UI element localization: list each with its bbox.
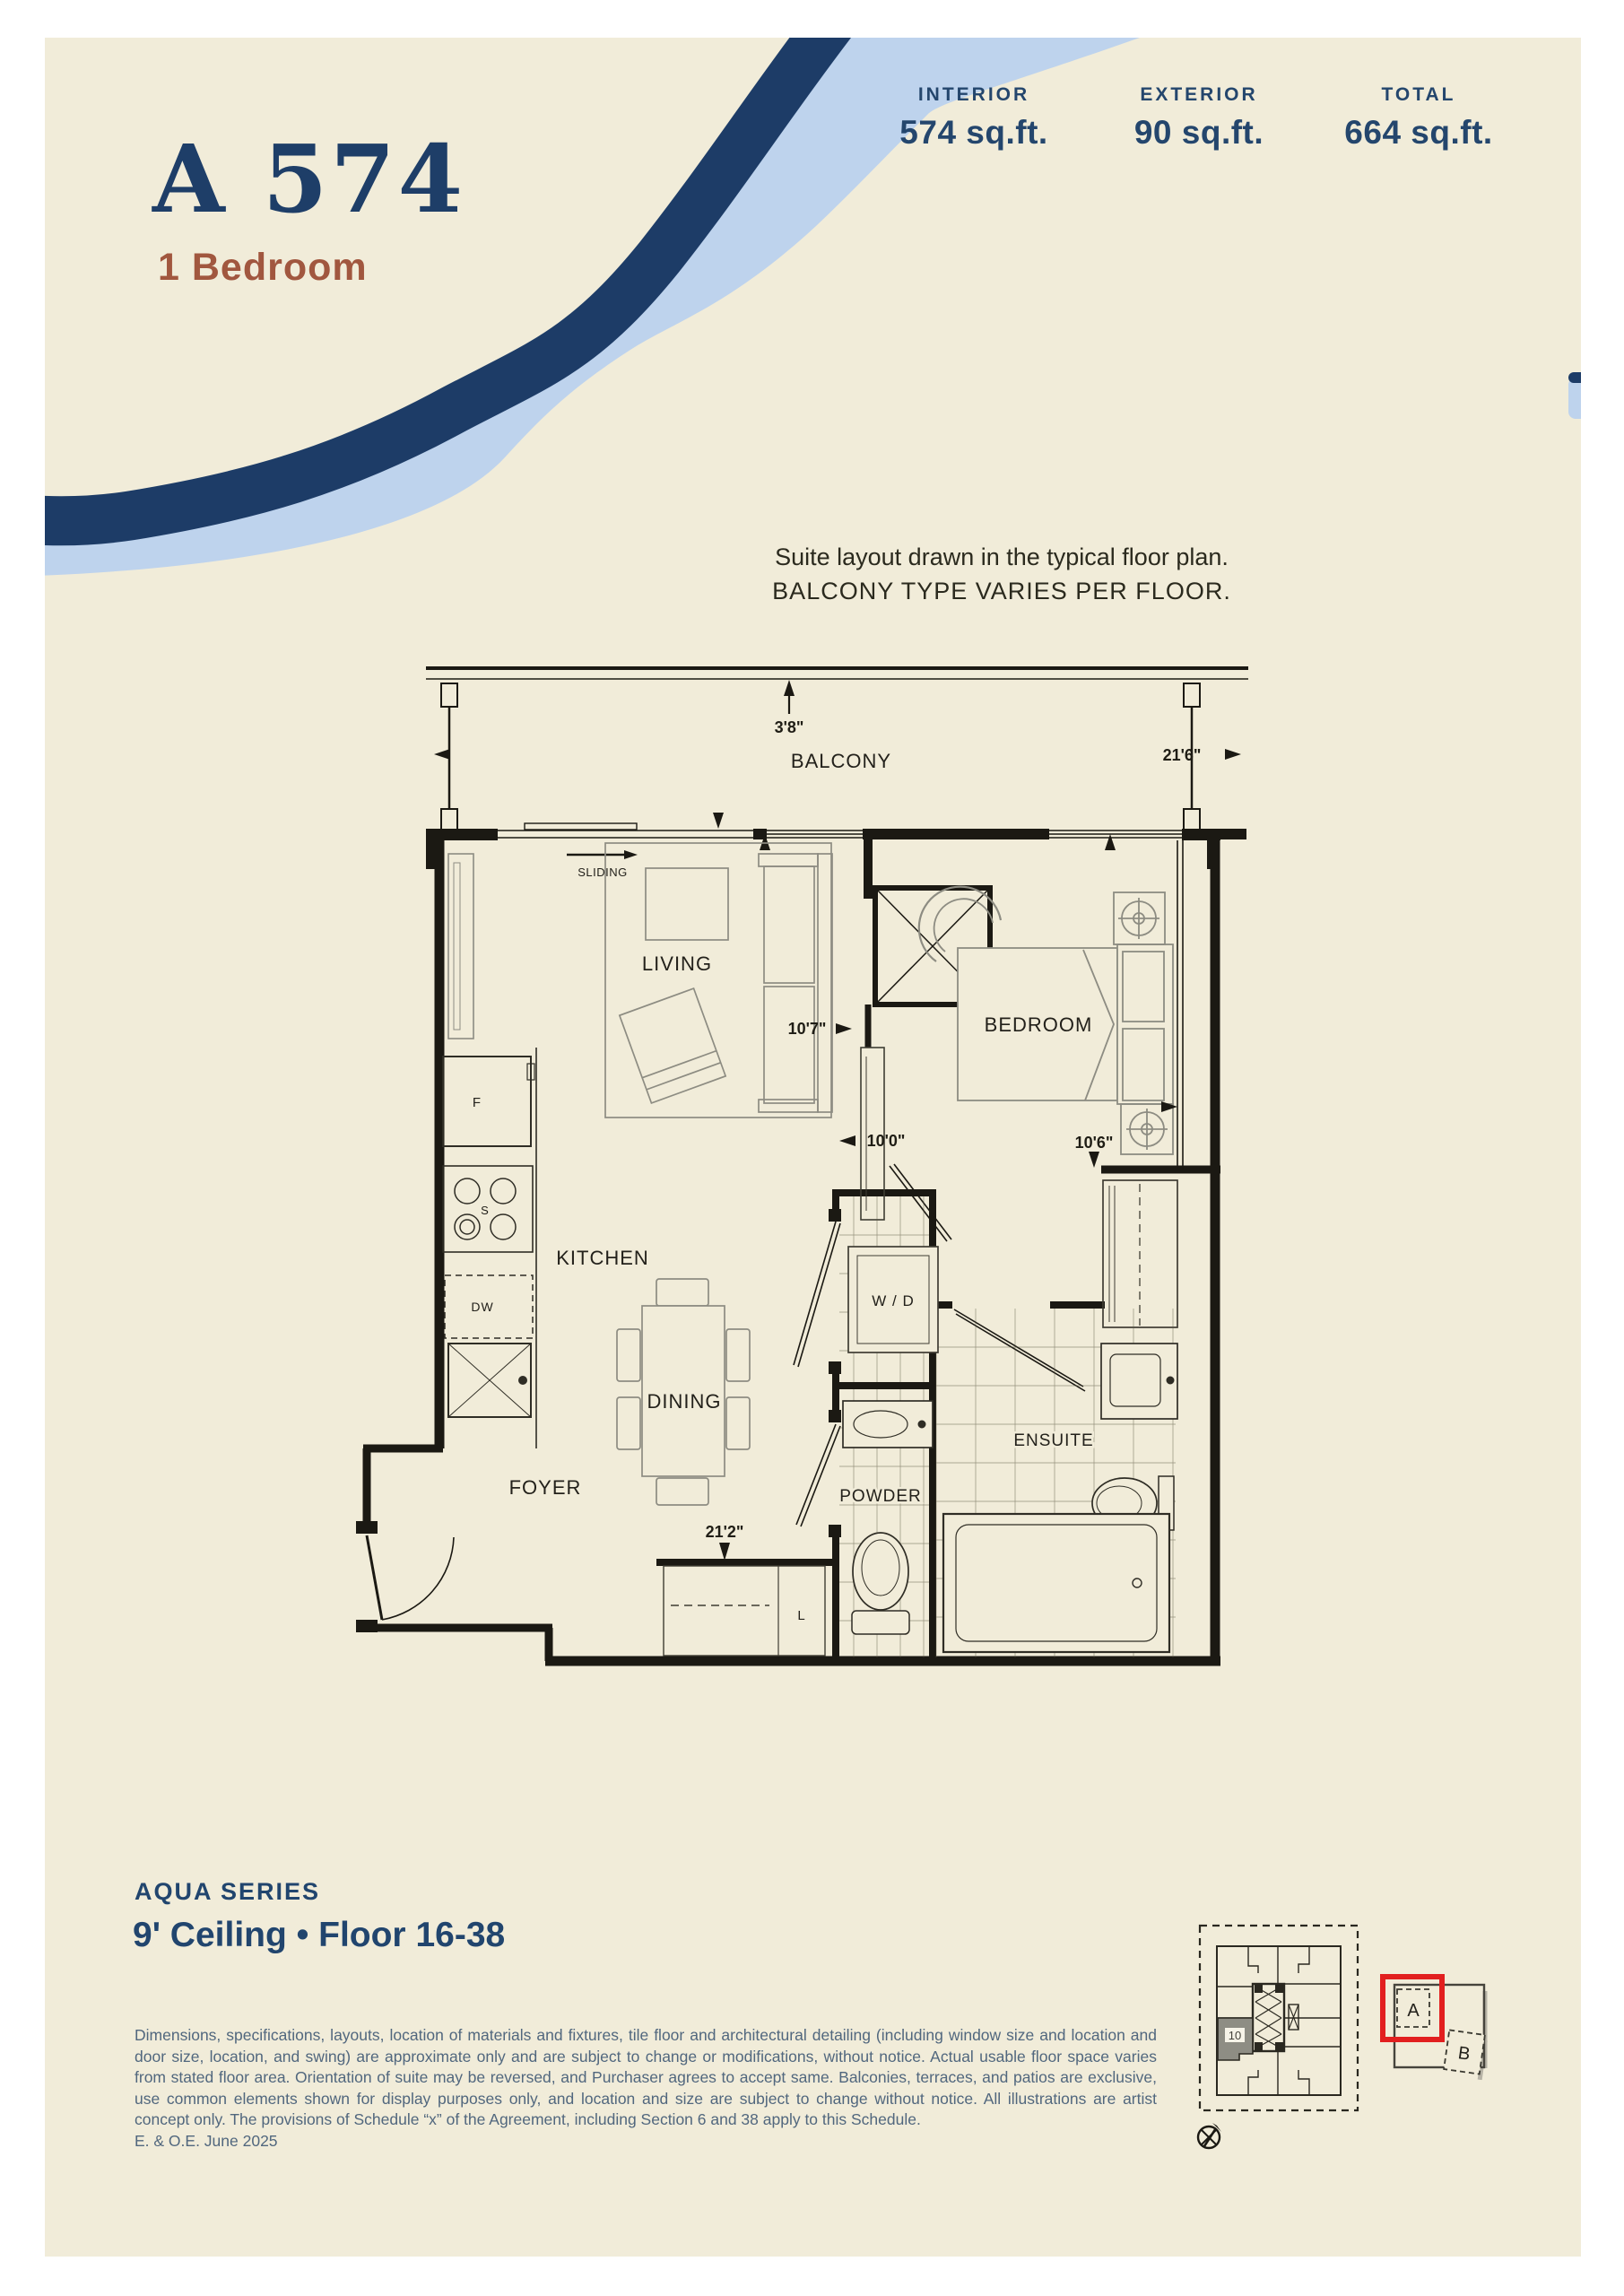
wave-lightblue-band: [45, 38, 1140, 576]
ceiling-floor-info: 9' Ceiling • Floor 16-38: [133, 1916, 506, 1954]
label-powder: POWDER: [839, 1487, 922, 1506]
stat-interior-label: INTERIOR: [917, 84, 1030, 105]
bedroom-furniture: [917, 885, 1174, 1155]
linen-closet: [663, 1565, 826, 1657]
stat-total-label: TOTAL: [1381, 84, 1456, 105]
suite-a-highlight: [1380, 1974, 1445, 2042]
stat-interior: INTERIOR 574 sq.ft.: [899, 84, 1047, 152]
powder-fixtures: [842, 1400, 934, 1635]
label-living: LIVING: [642, 952, 712, 975]
dim-10-7: 10'7": [788, 1020, 827, 1038]
plan-note: Suite layout drawn in the typical floor …: [772, 540, 1231, 608]
label-bedroom: BEDROOM: [985, 1013, 1093, 1036]
unit-type: 1 Bedroom: [158, 246, 368, 289]
stat-total-value: 664 sq.ft.: [1344, 114, 1493, 151]
dim-10-0: 10'0": [867, 1132, 906, 1150]
suite-a-label: A: [1407, 2001, 1420, 2021]
washer-dryer: [847, 1246, 939, 1353]
living-furniture: [604, 842, 833, 1118]
north-compass-icon: [1196, 2123, 1221, 2150]
plan-note-line1: Suite layout drawn in the typical floor …: [775, 544, 1229, 570]
door-arrows: [567, 813, 1116, 859]
label-foyer: FOYER: [509, 1476, 582, 1499]
label-ensuite: ENSUITE: [1013, 1431, 1093, 1450]
plan-note-line2: BALCONY TYPE VARIES PER FLOOR.: [772, 578, 1231, 604]
eo-line: E. & O.E. June 2025: [135, 2131, 278, 2150]
label-sliding: SLIDING: [578, 865, 628, 879]
stat-exterior-value: 90 sq.ft.: [1133, 114, 1264, 151]
hall-closet: [860, 1047, 885, 1221]
disclaimer: Dimensions, specifications, layouts, loc…: [135, 2025, 1157, 2152]
doors: [356, 1163, 1086, 1632]
dim-10-6: 10'6": [1075, 1134, 1114, 1152]
suite-locator: A B: [1380, 1974, 1488, 2081]
suite-b-label: B: [1457, 2043, 1472, 2065]
label-stove: S: [481, 1204, 490, 1217]
shaft: [864, 885, 993, 1048]
dining-furniture: [616, 1278, 751, 1506]
label-dw: DW: [471, 1300, 493, 1314]
stat-total: TOTAL 664 sq.ft.: [1344, 84, 1492, 152]
stat-interior-value: 574 sq.ft.: [899, 114, 1048, 151]
label-wd: W / D: [872, 1292, 915, 1309]
balcony-railing: [426, 666, 1248, 833]
series-name: AQUA SERIES: [135, 1878, 321, 1905]
plan-dimensions: 3'8" 21'6" 10'7" 10'0" 10'6" 21'2": [706, 718, 1202, 1541]
wave-navy-band: [45, 38, 852, 546]
dim-21-6: 21'6": [1163, 746, 1202, 764]
dim-21-2: 21'2": [706, 1523, 744, 1541]
label-fridge: F: [473, 1095, 482, 1110]
keyplan-boundary: [1198, 1924, 1359, 2112]
keyplan-floorplate: [1216, 1945, 1342, 2096]
label-balcony: BALCONY: [791, 750, 891, 772]
wave-graphic: [45, 38, 1140, 576]
bedroom-closet: [1102, 1179, 1178, 1328]
dimension-arrows: [434, 680, 1241, 1561]
label-dining: DINING: [647, 1390, 722, 1413]
page-background: A 574 1 Bedroom INTERIOR 574 sq.ft. EXTE…: [45, 38, 1581, 2257]
ensuite-fixtures: [942, 1343, 1178, 1654]
page-edge-accent: [1568, 372, 1581, 419]
windows: [498, 822, 1182, 840]
stat-exterior: EXTERIOR 90 sq.ft.: [1134, 84, 1264, 152]
floor-plan: BALCONY LIVING BEDROOM KITCHEN DINING FO…: [356, 666, 1248, 1666]
label-linen: L: [797, 1608, 805, 1623]
dim-3-8: 3'8": [775, 718, 804, 736]
kitchen-fixtures: [442, 853, 537, 1448]
label-kitchen: KITCHEN: [556, 1247, 649, 1269]
stat-exterior-label: EXTERIOR: [1140, 84, 1258, 105]
plan-labels: BALCONY LIVING BEDROOM KITCHEN DINING FO…: [471, 750, 1095, 1623]
keyplan-unit-label: 10: [1229, 2029, 1241, 2042]
disclaimer-text: Dimensions, specifications, layouts, loc…: [135, 2026, 1157, 2129]
keyplan-unit-10: 10: [1217, 2017, 1254, 2061]
unit-title: A 574: [152, 124, 465, 234]
key-plan: 10 A B: [1196, 1924, 1488, 2150]
